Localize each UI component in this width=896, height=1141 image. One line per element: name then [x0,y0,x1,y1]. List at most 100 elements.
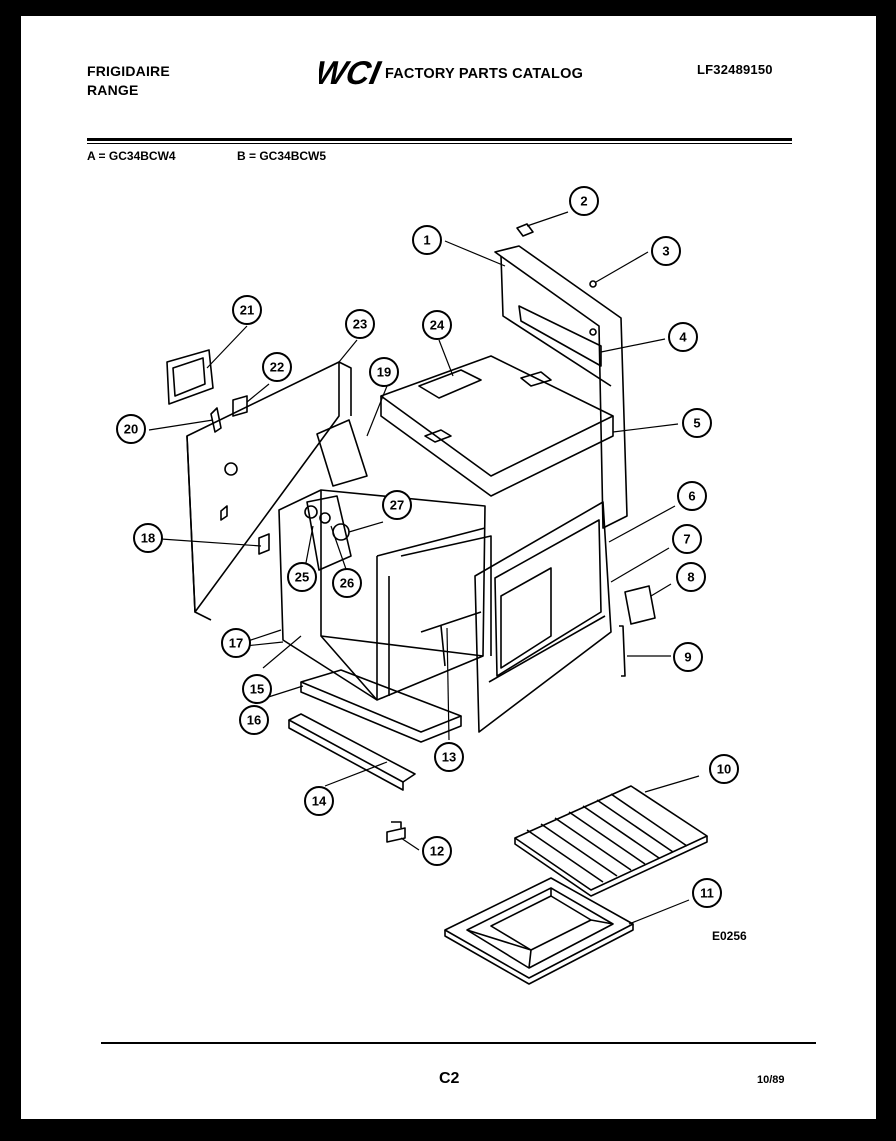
callout-4: 4 [668,322,698,352]
callout-number: 16 [247,713,261,728]
callout-number: 14 [312,794,327,809]
callout-bubble [221,628,251,658]
callout-bubble [677,481,707,511]
callout-number: 7 [683,532,690,547]
exploded-view-diagram: 1234567891011121314151617181920212223242… [116,186,739,985]
top-frame [380,355,614,477]
callout-23: 23 [345,309,375,339]
callout-number: 11 [700,886,714,901]
callout-number: 21 [240,303,254,318]
callout-bubble [422,836,452,866]
callout-bubble [673,642,703,672]
callout-number: 10 [717,762,731,777]
callout-bubble [682,408,712,438]
product-type: RANGE [87,82,139,98]
callout-bubble [434,742,464,772]
callout-20: 20 [116,414,146,444]
drawer-rail [288,713,416,783]
callout-9: 9 [673,642,703,672]
callout-bubble [709,754,739,784]
page-number: C2 [439,1070,460,1087]
callout-number: 18 [141,531,155,546]
callout-bubble [232,295,262,325]
callout-bubble [345,309,375,339]
callout-12: 12 [422,836,452,866]
callout-number: 25 [295,570,309,585]
callout-24: 24 [422,310,452,340]
callout-number: 2 [580,194,587,209]
callout-number: 3 [662,244,669,259]
callout-21: 21 [232,295,262,325]
callout-bubble [692,878,722,908]
callout-bubble [332,568,362,598]
drawing-reference: E0256 [712,929,747,943]
callout-bubble [382,490,412,520]
catalog-code: LF32489150 [697,62,773,77]
callout-3: 3 [651,236,681,266]
header-divider [87,138,792,141]
callout-8: 8 [676,562,706,592]
callout-17: 17 [221,628,251,658]
callout-number: 15 [250,682,264,697]
brand-name: FRIGIDAIRE [87,63,170,79]
callout-number: 4 [679,330,687,345]
brand-block: FRIGIDAIRE RANGE [87,62,170,100]
callout-bubble [116,414,146,444]
bottom-panel [300,669,462,733]
catalog-sheet: FRIGIDAIRE RANGE WCI FACTORY PARTS CATAL… [21,16,876,1119]
callout-number: 20 [124,422,138,437]
callout-22: 22 [262,352,292,382]
callout-bubble [668,322,698,352]
callout-number: 8 [687,570,694,585]
callout-19: 19 [369,357,399,387]
callout-bubble [239,705,269,735]
callout-7: 7 [672,524,702,554]
callout-number: 17 [229,636,243,651]
oven-door [474,501,612,733]
callout-10: 10 [709,754,739,784]
back-panel [494,245,628,529]
callout-18: 18 [133,523,163,553]
model-a: A = GC34BCW4 [87,149,176,163]
callout-bubble [262,352,292,382]
callout-number: 9 [684,650,691,665]
callout-2: 2 [569,186,599,216]
catalog-title: FACTORY PARTS CATALOG [385,66,584,82]
callout-16: 16 [239,705,269,735]
callout-25: 25 [287,562,317,592]
callout-bubble [369,357,399,387]
callout-bubble [422,310,452,340]
callout-bubble [569,186,599,216]
footer-divider [101,1042,816,1044]
callout-bubble [133,523,163,553]
callout-6: 6 [677,481,707,511]
callout-number: 13 [442,750,456,765]
callout-bubble [672,524,702,554]
callout-15: 15 [242,674,272,704]
callout-number: 12 [430,844,444,859]
callout-number: 23 [353,317,367,332]
callout-5: 5 [682,408,712,438]
logo-lettering: WCI [319,56,384,88]
callout-number: 5 [693,416,700,431]
callout-1: 1 [412,225,442,255]
callout-bubble [651,236,681,266]
callout-number: 1 [423,233,430,248]
header-divider-thin [87,143,792,144]
callout-bubble [287,562,317,592]
callout-number: 6 [688,489,695,504]
oven-rack [514,785,708,891]
callout-26: 26 [332,568,362,598]
callout-13: 13 [434,742,464,772]
callout-number: 26 [340,576,354,591]
callout-14: 14 [304,786,334,816]
callout-bubble [412,225,442,255]
model-b: B = GC34BCW5 [237,149,327,163]
callout-11: 11 [692,878,722,908]
callout-number: 24 [430,318,445,333]
callout-number: 27 [390,498,404,513]
callout-bubble [676,562,706,592]
callout-bubble [242,674,272,704]
callout-bubble [304,786,334,816]
